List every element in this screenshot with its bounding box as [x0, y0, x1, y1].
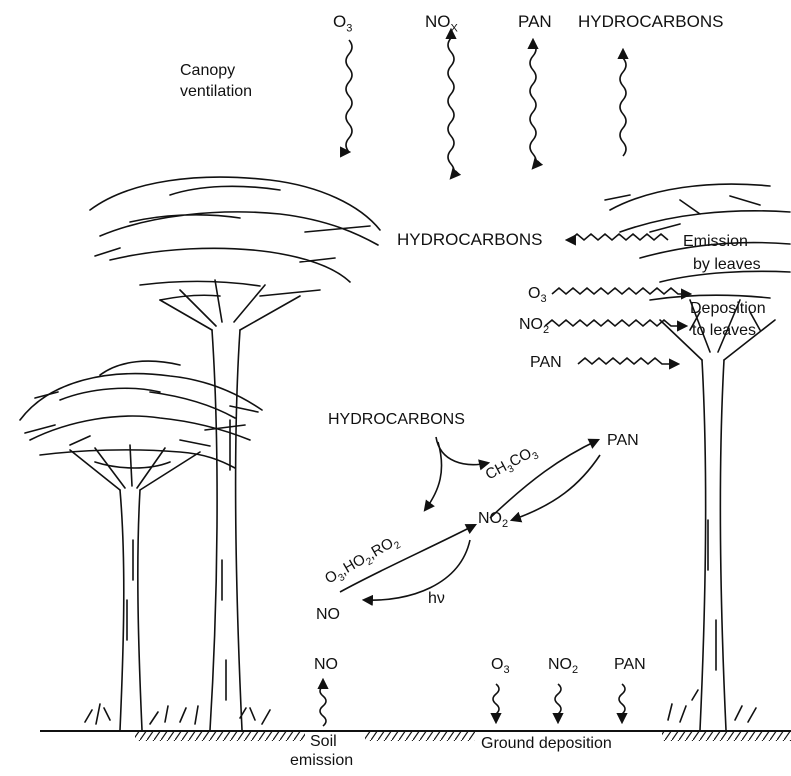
- canopy-exchange-arrows: [545, 234, 690, 364]
- chem-no2-label: NO2: [478, 510, 508, 530]
- ground-no-label: NO: [314, 656, 338, 674]
- ground-exchange-arrows: [320, 680, 625, 726]
- chem-hydrocarbons-label: HYDROCARBONS: [328, 411, 465, 429]
- top-nox-label: NOX: [425, 12, 458, 34]
- top-hydrocarbons-label: HYDROCARBONS: [578, 12, 723, 32]
- ground-pan-label: PAN: [614, 656, 646, 674]
- deposition-to-leaves-label-line1: Deposition: [690, 300, 766, 318]
- canopy-o3-label: O3: [528, 285, 547, 305]
- emission-by-leaves-label-line1: Emission: [683, 233, 748, 251]
- tall-tree-illustration: [90, 177, 380, 730]
- deposition-to-leaves-label-line2: to leaves: [692, 322, 756, 340]
- emission-by-leaves-label-line2: by leaves: [693, 256, 761, 274]
- chem-no-label: NO: [316, 606, 340, 624]
- soil-emission-label-line1: Soil: [308, 733, 339, 751]
- chem-pan-label: PAN: [607, 432, 639, 450]
- ground-deposition-label: Ground deposition: [478, 735, 615, 753]
- soil-emission-label-line2: emission: [290, 752, 353, 770]
- ground-o3-label: O3: [491, 656, 510, 676]
- top-o3-label: O3: [333, 12, 352, 34]
- canopy-no2-label: NO2: [519, 316, 549, 336]
- top-pan-label: PAN: [518, 12, 552, 32]
- chemistry-cycle-arrows: [340, 437, 600, 600]
- canopy-ventilation-label-line1: Canopy: [180, 62, 235, 80]
- hv-label: hν: [428, 590, 445, 608]
- canopy-pan-label: PAN: [530, 354, 562, 372]
- canopy-ventilation-arrows: [346, 30, 626, 178]
- ground-surface: [40, 731, 791, 741]
- canopy-ventilation-label-line2: ventilation: [180, 83, 252, 101]
- canopy-hydrocarbons-label: HYDROCARBONS: [397, 230, 542, 250]
- ground-no2-label: NO2: [548, 656, 578, 676]
